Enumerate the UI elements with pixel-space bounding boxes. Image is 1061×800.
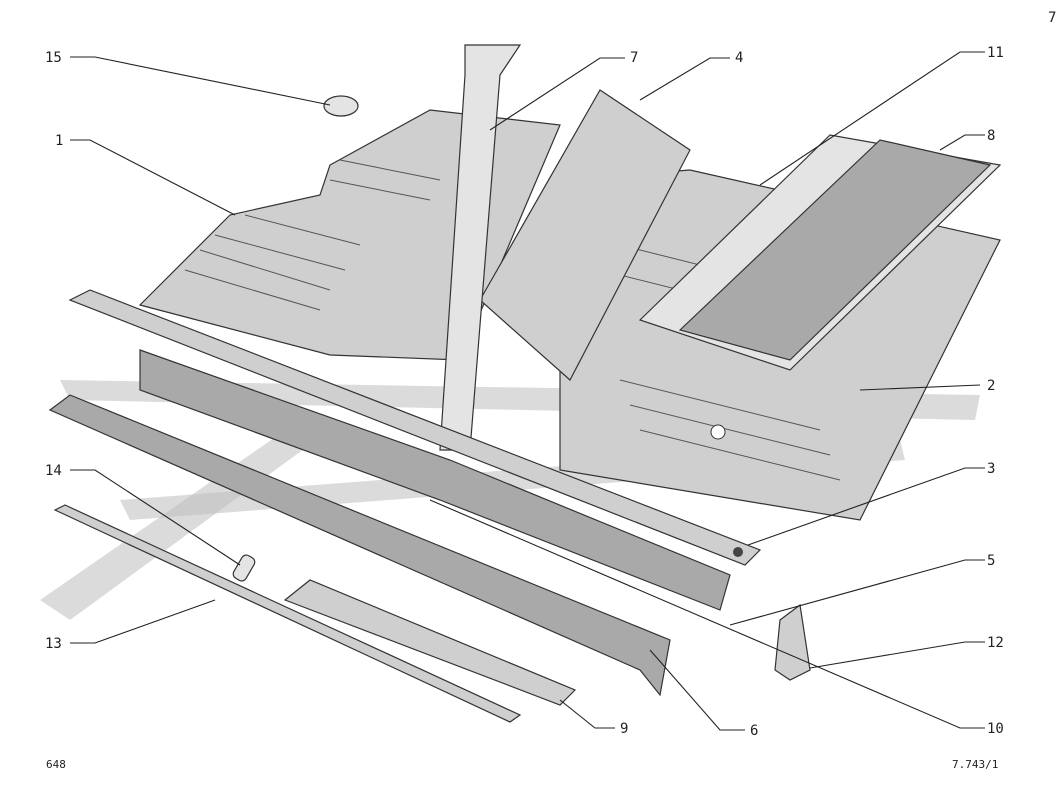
callout-14: 14	[45, 463, 62, 479]
callout-6: 6	[750, 723, 758, 739]
part-13-strip	[53, 504, 522, 723]
part-1-left-floor-pan	[138, 109, 561, 361]
part-8-seat-frame	[638, 134, 1002, 371]
callout-9: 9	[620, 721, 628, 737]
callout-15: 15	[45, 50, 62, 66]
callout-10: 10	[987, 721, 1004, 737]
callout-3: 3	[987, 461, 995, 477]
callout-7: 7	[630, 50, 638, 66]
callout-4: 4	[735, 50, 743, 66]
part-15-grommet	[323, 95, 359, 117]
callout-5: 5	[987, 553, 995, 569]
part-9-plate	[283, 579, 577, 706]
callout-12: 12	[987, 635, 1004, 651]
left-code: 648	[46, 758, 66, 771]
page-corner-number: 7	[1048, 10, 1056, 26]
part-3-inner-sill	[68, 289, 762, 611]
leader-lines	[70, 51, 985, 731]
callout-1: 1	[55, 133, 63, 149]
callout-8: 8	[987, 128, 995, 144]
drawing-number: 7.743/1	[952, 758, 998, 771]
callout-11: 11	[987, 45, 1004, 61]
callout-labels: 15 7 4 11 8 1 2 3 5 12 10 6 9 13 14	[45, 45, 1004, 739]
part-14-plug	[232, 554, 256, 582]
part-4-tunnel	[479, 89, 691, 381]
callout-2: 2	[987, 378, 995, 394]
callout-13: 13	[45, 636, 62, 652]
part-12-bracket	[774, 603, 811, 681]
